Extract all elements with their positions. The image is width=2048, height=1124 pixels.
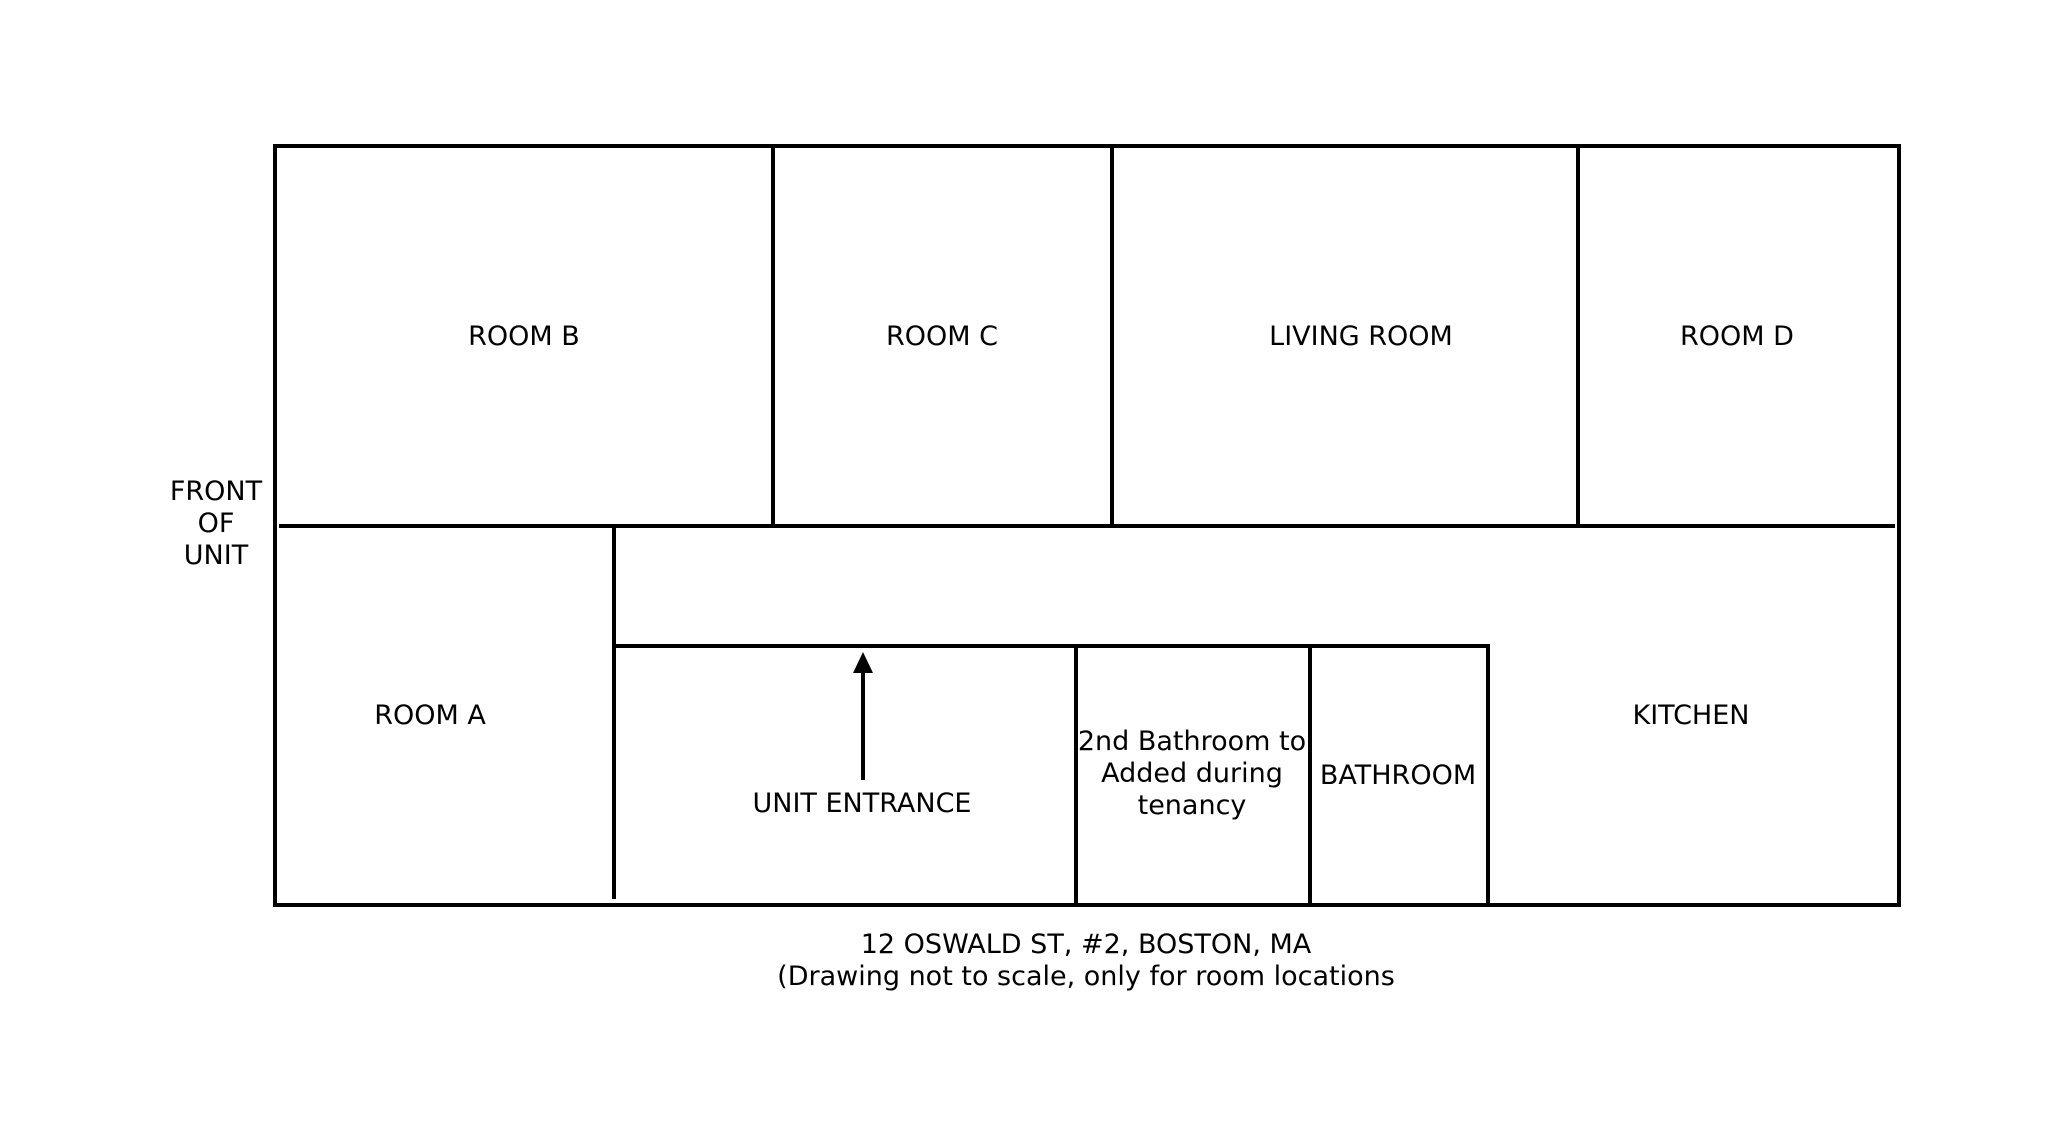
room-d-label: ROOM D	[1680, 321, 1794, 352]
second-bathroom-label: 2nd Bathroom to Added during tenancy	[1077, 726, 1307, 821]
front-of-unit-label: FRONT OF UNIT	[169, 476, 263, 571]
room-a-label: ROOM A	[374, 700, 486, 731]
outer-wall	[273, 144, 1901, 907]
room-c-label: ROOM C	[886, 321, 998, 352]
scale-note-caption: (Drawing not to scale, only for room loc…	[777, 961, 1395, 992]
entrance-arrow-icon	[853, 652, 873, 673]
living-room-label: LIVING ROOM	[1269, 321, 1453, 352]
kitchen-label: KITCHEN	[1632, 700, 1750, 731]
address-caption: 12 OSWALD ST, #2, BOSTON, MA	[860, 929, 1312, 960]
room-b-label: ROOM B	[468, 321, 580, 352]
bathroom-label: BATHROOM	[1319, 760, 1477, 791]
unit-entrance-label: UNIT ENTRANCE	[752, 788, 972, 819]
